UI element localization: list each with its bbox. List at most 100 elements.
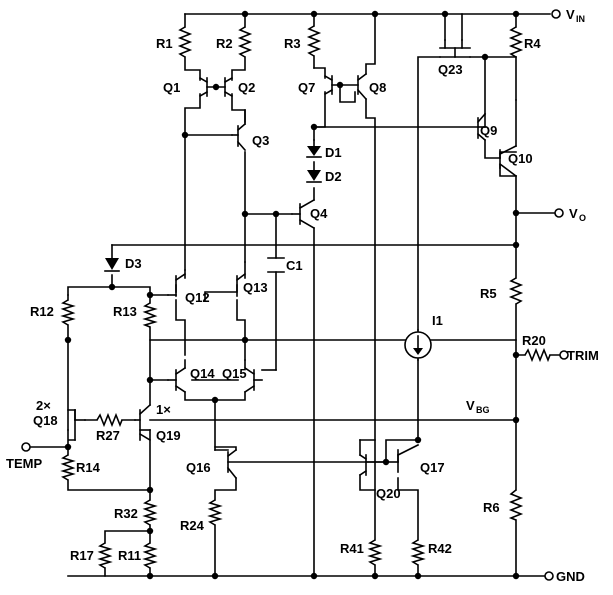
label-q18: Q18	[33, 413, 58, 428]
resistor-r41	[367, 539, 383, 566]
resistor-r2	[237, 26, 253, 58]
resistor-r5	[508, 277, 524, 305]
label-q15: Q15	[222, 366, 247, 381]
resistor-r11	[142, 542, 158, 569]
capacitor-c1	[267, 257, 285, 273]
resistor-r42	[410, 539, 426, 566]
transistor-q12	[167, 272, 187, 297]
transistor-q19	[134, 379, 152, 442]
label-gnd: GND	[556, 569, 585, 584]
label-r32: R32	[114, 506, 138, 521]
resistor-r12	[60, 299, 76, 326]
resistors	[60, 25, 551, 569]
label-r17: R17	[70, 548, 94, 563]
resistor-r14	[60, 454, 76, 481]
transistor-q17	[385, 443, 420, 473]
transistor-q13	[235, 272, 247, 297]
terminal-temp	[21, 442, 31, 452]
label-q7: Q7	[298, 80, 315, 95]
current-source-i1	[404, 331, 432, 359]
resistor-r1	[177, 26, 193, 58]
labels: R1 R2 R3 R4 Q1 Q2 Q3 Q7 Q8 Q23 Q9 Q10 D1…	[6, 7, 599, 584]
svg-text:BG: BG	[476, 405, 490, 415]
label-r27: R27	[96, 428, 120, 443]
label-r6: R6	[483, 500, 500, 515]
label-r24: R24	[180, 518, 205, 533]
junction-dots	[64, 10, 520, 580]
label-vin: V IN	[566, 7, 585, 24]
resistor-r27	[96, 412, 123, 428]
transistor-q2	[223, 76, 234, 98]
label-trim: TRIM	[567, 348, 599, 363]
transistor-q16	[226, 448, 238, 480]
label-q2: Q2	[238, 80, 255, 95]
transistor-q18	[74, 409, 86, 441]
label-q3: Q3	[252, 133, 269, 148]
diode-d2	[306, 170, 322, 183]
label-q16: Q16	[186, 460, 211, 475]
svg-text:O: O	[579, 213, 586, 223]
diode-d1	[306, 146, 322, 158]
label-r42: R42	[428, 541, 452, 556]
label-q20: Q20	[376, 486, 401, 501]
label-q4: Q4	[310, 206, 328, 221]
label-q9: Q9	[480, 123, 497, 138]
label-q18-ratio: 2×	[36, 398, 51, 413]
label-q19-ratio: 1×	[156, 402, 171, 417]
label-r2: R2	[216, 36, 233, 51]
resistor-r24	[207, 499, 223, 526]
label-q1: Q1	[163, 80, 180, 95]
label-d2: D2	[325, 169, 342, 184]
svg-text:V: V	[566, 7, 575, 22]
transistor-q1	[198, 76, 209, 98]
transistor-q3	[236, 109, 247, 152]
label-d1: D1	[325, 145, 342, 160]
resistor-r6	[508, 489, 524, 521]
terminals	[21, 9, 569, 581]
label-q14: Q14	[190, 366, 215, 381]
label-q17: Q17	[420, 460, 445, 475]
label-i1: I1	[432, 313, 443, 328]
transistor-q23	[439, 39, 471, 58]
terminal-gnd	[544, 571, 554, 581]
diode-d3	[104, 258, 120, 272]
transistor-q9	[476, 112, 487, 142]
label-q10: Q10	[508, 151, 533, 166]
terminal-vin	[551, 9, 561, 19]
transistor-q4	[291, 198, 316, 230]
transistor-q14	[167, 366, 187, 394]
terminal-trim	[559, 350, 569, 360]
label-r4: R4	[524, 36, 541, 51]
transistor-q10	[498, 99, 518, 178]
label-d3: D3	[125, 256, 142, 271]
label-r12: R12	[30, 304, 54, 319]
transistors	[74, 39, 518, 480]
transistor-q8	[356, 72, 368, 101]
resistor-r3	[306, 25, 322, 57]
terminal-vo	[554, 208, 564, 218]
label-q8: Q8	[369, 80, 386, 95]
transistor-q7	[323, 74, 334, 96]
transistor-q20	[358, 439, 387, 477]
wires	[29, 13, 561, 577]
resistor-r17	[97, 542, 113, 569]
resistor-r32	[142, 499, 158, 526]
label-q23: Q23	[438, 62, 463, 77]
svg-text:IN: IN	[576, 14, 585, 24]
svg-text:V: V	[569, 206, 578, 221]
label-vbg: V BG	[466, 398, 490, 415]
label-r13: R13	[113, 304, 137, 319]
resistor-r20	[524, 347, 551, 363]
resistor-r4	[508, 26, 524, 58]
label-temp: TEMP	[6, 456, 42, 471]
svg-text:V: V	[466, 398, 475, 413]
label-q13: Q13	[243, 280, 268, 295]
label-r11: R11	[118, 548, 141, 563]
label-r20: R20	[522, 333, 546, 348]
label-r3: R3	[284, 36, 301, 51]
label-c1: C1	[286, 258, 303, 273]
label-r1: R1	[156, 36, 173, 51]
label-r14: R14	[76, 460, 101, 475]
